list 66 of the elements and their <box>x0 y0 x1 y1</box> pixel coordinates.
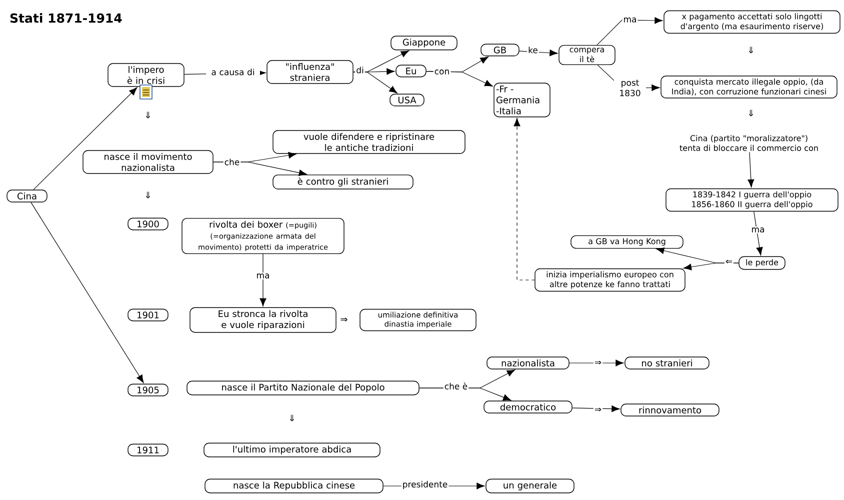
concept-box: no stranieri <box>624 356 710 370</box>
connector-symbol: ⇓ <box>749 46 753 54</box>
concept-box: Eu <box>396 64 426 78</box>
arrow <box>514 118 535 280</box>
concept-box: a GB va Hong Kong <box>570 235 684 249</box>
arrow <box>748 152 754 188</box>
concept-box: nasce il Partito Nazionale del Popolo <box>186 380 420 396</box>
concept-box: -Fr -Germania -Italia <box>494 82 550 118</box>
arrow <box>260 254 266 306</box>
concept-box: 1839-1842 I guerra dell'oppio 1856-1860 II guerra dell'oppio <box>666 188 838 212</box>
arrow <box>353 72 398 94</box>
concept-box: USA <box>390 94 424 106</box>
edge-label: ⇒ <box>593 360 603 366</box>
concept-box: Cina <box>6 190 48 202</box>
arrow <box>30 202 144 384</box>
concept-box: democratico <box>484 400 572 414</box>
edge-label: con <box>433 68 451 76</box>
concept-box: nazionalista <box>486 356 570 370</box>
arrow <box>754 211 763 256</box>
concept-box: l'ultimo imperatore abdica <box>204 442 380 458</box>
note-text: Cina (partito "moralizzatore") tenta di bloccare il commercio con <box>680 135 818 151</box>
connector-symbol: ⇓ <box>146 112 150 118</box>
arrow <box>572 406 620 412</box>
concept-box: "influenza" straniera <box>266 60 354 84</box>
arrow <box>596 17 663 46</box>
edge-label: ma <box>750 226 766 234</box>
edge-label: che <box>223 158 241 166</box>
concept-box: 1911 <box>128 444 168 456</box>
arrow <box>33 87 138 190</box>
arrow <box>213 162 308 176</box>
concept-box: 1900 <box>128 218 168 230</box>
arrow <box>519 50 558 56</box>
edge-label: che è <box>443 382 469 390</box>
concept-box: nasce la Repubblica cinese <box>204 478 384 494</box>
connector-symbol: ⇓ <box>749 110 753 116</box>
concept-box: conquista mercato illegale oppio, (da India), con corruzione funzionari cinesi <box>660 76 838 98</box>
edge-label: ke <box>527 46 539 54</box>
arrow <box>683 262 739 270</box>
edge-label: ⇐ <box>724 258 734 266</box>
connector-symbol: ⇓ <box>146 192 150 198</box>
concept-box: Eu stronca la rivolta e vuole riparazioni <box>190 307 336 333</box>
edge-label: ma <box>255 272 271 280</box>
edge-label: ma <box>622 16 638 24</box>
concept-box: GB <box>480 44 520 56</box>
concept-box: x pagamento accettati solo lingotti d'argento (ma esaurimento riserve) <box>664 10 840 34</box>
edge-label: post 1830 <box>614 78 646 98</box>
edge-label: di <box>355 66 365 74</box>
concept-box: un generale <box>486 478 574 494</box>
arrow <box>426 71 493 87</box>
concept-box: compera il tè <box>558 44 616 66</box>
concept-box: Giappone <box>390 36 458 50</box>
arrow <box>569 360 624 366</box>
concept-box: inizia imperialismo europeo con altre potenze ke fanno trattati <box>534 268 686 292</box>
connector-symbol: ⇒ <box>340 318 348 322</box>
concept-box: nasce il movimento nazionalista <box>82 150 214 174</box>
concept-box: vuole difendere e ripristinare le antiche tradizioni <box>272 130 466 154</box>
concept-box: le perde <box>738 256 786 270</box>
concept-box: 1901 <box>128 308 168 322</box>
concept-box: è contro gli stranieri <box>272 174 414 190</box>
edge-label: a causa di <box>206 68 260 76</box>
connector-symbol: ⇓ <box>290 414 294 422</box>
title: Stati 1871-1914 <box>10 13 122 23</box>
edge-label: ⇒ <box>593 406 603 414</box>
concept-box: 1905 <box>128 384 168 396</box>
edge-label: presidente <box>401 480 449 490</box>
concept-box: rinnovamento <box>620 404 720 416</box>
